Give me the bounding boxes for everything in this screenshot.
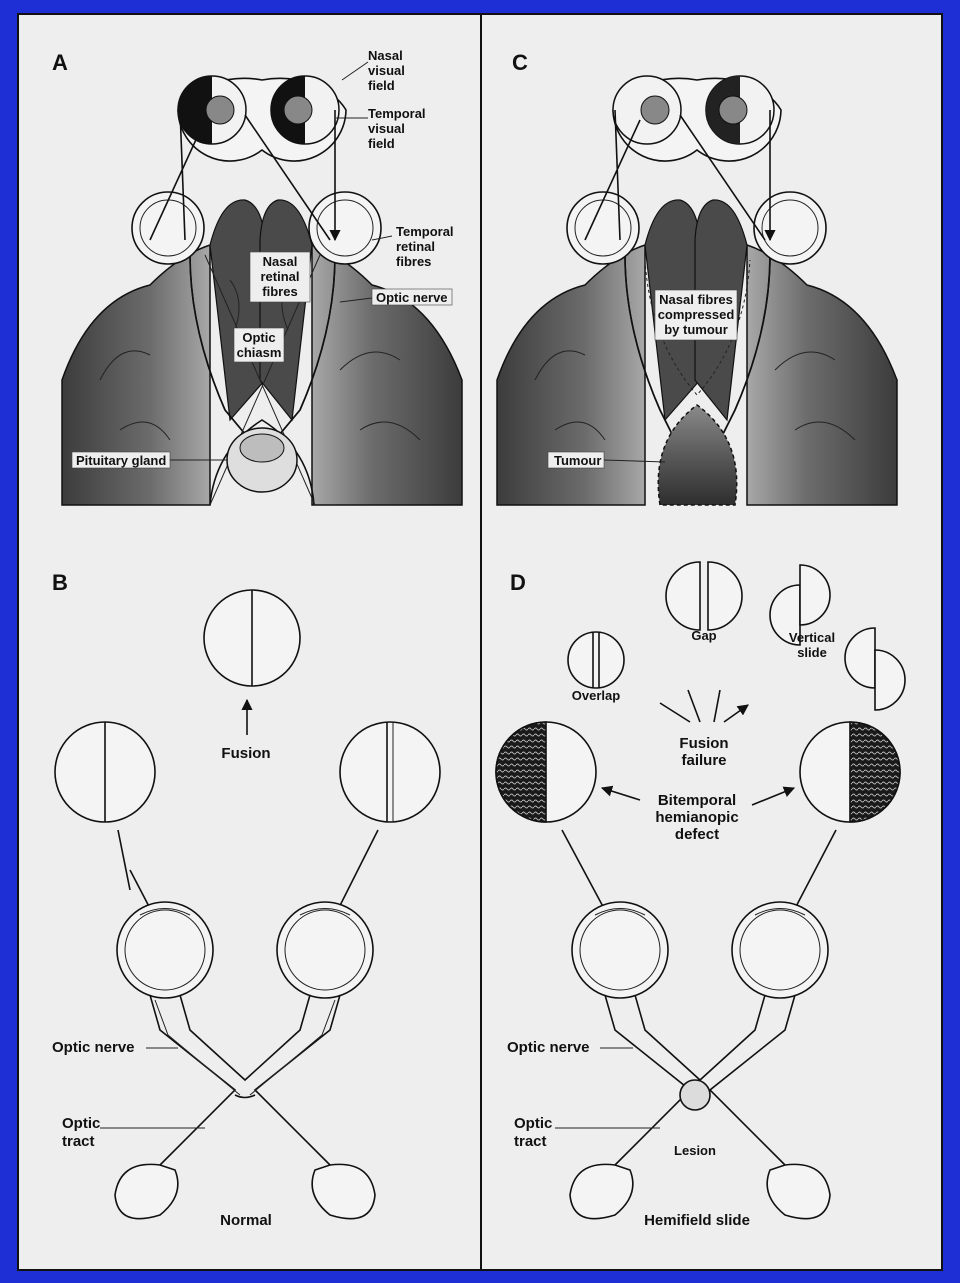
left-eye-globe bbox=[131, 191, 205, 265]
right-field-defect bbox=[849, 721, 901, 823]
label-nasal-visual-field: Nasal visual field bbox=[341, 48, 405, 93]
label-bitemporal-1: Bitemporal bbox=[658, 792, 736, 809]
panel-d-letter: D bbox=[510, 570, 526, 595]
label-optic-tract-d: Optic tract bbox=[514, 1115, 660, 1150]
caption-normal: Normal bbox=[220, 1212, 272, 1229]
left-field-defect bbox=[495, 721, 547, 823]
right-geniculate-d bbox=[766, 1163, 831, 1220]
label-bitemporal-2: hemianopic bbox=[655, 809, 738, 826]
panel-c-letter: C bbox=[512, 50, 528, 75]
fusion-failure-arrows bbox=[659, 689, 748, 723]
label-pituitary-gland: Pituitary gland bbox=[71, 451, 228, 469]
label-overlap: Overlap bbox=[572, 688, 620, 703]
label-temporal-retinal-fibres: Temporal retinal fibres bbox=[371, 224, 454, 269]
label-fusion: Fusion bbox=[221, 745, 270, 762]
label-bitemporal-3: defect bbox=[675, 826, 719, 843]
label-optic-nerve-d: Optic nerve bbox=[507, 1039, 633, 1056]
svg-text:Temporal: Temporal bbox=[368, 106, 426, 121]
panel-d: D Gap Overlap Vertical slide Fusion fail… bbox=[495, 561, 906, 1229]
svg-text:fibres: fibres bbox=[262, 284, 297, 299]
svg-text:Nasal fibres: Nasal fibres bbox=[659, 292, 733, 307]
right-eye-b bbox=[276, 901, 374, 999]
label-gap: Gap bbox=[691, 628, 716, 643]
panel-a: A Nasal visual fiel bbox=[52, 48, 463, 506]
vslide-lower-left bbox=[844, 627, 876, 689]
visual-rays-c bbox=[584, 109, 770, 240]
svg-text:field: field bbox=[368, 136, 395, 151]
defect-arrow-right bbox=[751, 786, 796, 806]
right-field-b bbox=[339, 721, 441, 823]
label-temporal-visual-field: Temporal visual field bbox=[336, 106, 426, 151]
svg-text:Optic: Optic bbox=[62, 1115, 100, 1132]
svg-text:Optic: Optic bbox=[242, 330, 275, 345]
svg-text:retinal: retinal bbox=[260, 269, 299, 284]
svg-text:visual: visual bbox=[368, 121, 405, 136]
svg-text:tract: tract bbox=[62, 1133, 95, 1150]
label-vertical-slide-2: slide bbox=[797, 645, 827, 660]
optic-nerve-c bbox=[624, 254, 771, 441]
optic-nerve-outline bbox=[189, 254, 336, 441]
chiasm-lesion bbox=[679, 1079, 711, 1111]
svg-text:compressed: compressed bbox=[658, 307, 735, 322]
label-nasal-fibres-compressed: Nasal fibres compressed by tumour bbox=[654, 289, 738, 341]
left-eye-d bbox=[571, 901, 669, 999]
label-fusion-failure-2: failure bbox=[681, 752, 726, 769]
vslide-upper-right bbox=[799, 564, 831, 626]
brain-left-lobe bbox=[61, 243, 211, 506]
caption-hemifield-slide: Hemifield slide bbox=[644, 1212, 750, 1229]
label-lesion: Lesion bbox=[674, 1143, 716, 1158]
svg-text:Optic nerve: Optic nerve bbox=[376, 290, 448, 305]
gap-right-half bbox=[707, 561, 743, 631]
label-optic-tract-b: Optic tract bbox=[62, 1115, 205, 1150]
svg-text:Optic nerve: Optic nerve bbox=[507, 1039, 590, 1056]
svg-text:Nasal: Nasal bbox=[263, 254, 298, 269]
optic-tract bbox=[209, 419, 315, 506]
svg-text:Optic: Optic bbox=[514, 1115, 552, 1132]
left-geniculate-d bbox=[569, 1163, 634, 1220]
label-tumour: Tumour bbox=[547, 451, 666, 469]
svg-text:retinal: retinal bbox=[396, 239, 435, 254]
vslide-upper-left bbox=[769, 584, 801, 646]
right-eye-globe-c bbox=[753, 191, 827, 265]
left-eye-b bbox=[116, 901, 214, 999]
gap-left-half bbox=[665, 561, 701, 631]
svg-text:Nasal: Nasal bbox=[368, 48, 403, 63]
right-eye-d bbox=[731, 901, 829, 999]
svg-text:field: field bbox=[368, 78, 395, 93]
panel-b-letter: B bbox=[52, 570, 68, 595]
tumour-mass bbox=[657, 404, 738, 506]
vslide-lower-right bbox=[874, 649, 906, 711]
brain-sulci bbox=[99, 279, 421, 441]
panel-b: B Fusion Optic nerve bbox=[52, 570, 441, 1229]
label-optic-nerve-b: Optic nerve bbox=[52, 1039, 178, 1056]
svg-text:Pituitary gland: Pituitary gland bbox=[76, 453, 166, 468]
left-eye-globe-c bbox=[566, 191, 640, 265]
label-fusion-failure-1: Fusion bbox=[679, 735, 728, 752]
label-vertical-slide-1: Vertical bbox=[789, 630, 835, 645]
right-eye-globe bbox=[308, 191, 382, 265]
visual-rays bbox=[149, 109, 335, 240]
svg-text:visual: visual bbox=[368, 63, 405, 78]
svg-text:chiasm: chiasm bbox=[237, 345, 282, 360]
svg-text:Temporal: Temporal bbox=[396, 224, 454, 239]
left-geniculate-b bbox=[114, 1163, 179, 1220]
panel-c: C Nasal fibres compressed by tumour bbox=[496, 50, 898, 506]
label-nasal-retinal-fibres: Nasal retinal fibres bbox=[249, 251, 311, 303]
brain-sulci-c bbox=[534, 350, 856, 441]
panel-a-letter: A bbox=[52, 50, 68, 75]
svg-text:by tumour: by tumour bbox=[664, 322, 728, 337]
label-optic-nerve-a: Optic nerve bbox=[339, 288, 453, 306]
brain-right-lobe-c bbox=[746, 243, 898, 506]
right-geniculate-b bbox=[311, 1163, 376, 1220]
svg-text:Tumour: Tumour bbox=[554, 453, 601, 468]
svg-text:fibres: fibres bbox=[396, 254, 431, 269]
overlap-field bbox=[567, 631, 625, 689]
brain-left-lobe-c bbox=[496, 243, 646, 506]
svg-text:tract: tract bbox=[514, 1133, 547, 1150]
label-optic-chiasm: Optic chiasm bbox=[233, 327, 285, 363]
compressed-fibres-dashed bbox=[644, 259, 751, 396]
defect-arrow-left bbox=[600, 785, 641, 801]
svg-text:Optic nerve: Optic nerve bbox=[52, 1039, 135, 1056]
